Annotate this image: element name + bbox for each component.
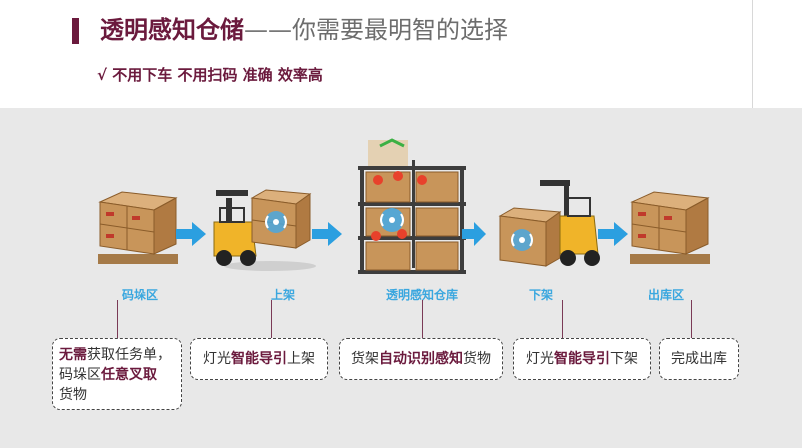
box2-highlight: 智能导引	[231, 351, 287, 367]
description-box-stacking: 无需获取任务单， 码垛区任意叉取 货物	[52, 338, 182, 410]
stage-shelving-illustration	[213, 189, 316, 271]
description-box-unshelving: 灯光智能导引下架	[513, 338, 651, 380]
flow-arrow-4	[598, 222, 628, 246]
page-subtitle: √ 不用下车 不用扫码 准确 效率高	[97, 66, 323, 84]
connector-4	[562, 300, 563, 338]
description-box-outbound: 完成出库	[659, 338, 739, 380]
stage-label-stacking: 码垛区	[121, 288, 158, 302]
flow-arrow-3	[462, 222, 486, 246]
title-dash: ——	[244, 16, 292, 44]
connector-2	[271, 300, 272, 338]
box4-highlight: 智能导引	[554, 351, 610, 367]
description-box-shelving: 灯光智能导引上架	[190, 338, 328, 380]
header: 透明感知仓储——你需要最明智的选择 √ 不用下车 不用扫码 准确 效率高	[0, 0, 802, 108]
title-rest: 你需要最明智的选择	[292, 16, 508, 44]
flow-arrow-1	[176, 222, 206, 246]
flow-arrow-2	[312, 222, 342, 246]
title-strong: 透明感知仓储	[100, 16, 244, 44]
connector-5	[691, 300, 692, 338]
box2-text-2: 上架	[287, 351, 315, 367]
stage-unshelving-illustration	[498, 180, 600, 267]
stage-smart-warehouse-illustration	[358, 138, 466, 274]
stage-stacking-illustration	[98, 191, 178, 264]
box1-highlight-1: 无需	[59, 347, 87, 363]
header-divider	[752, 0, 753, 108]
stage-label-outbound: 出库区	[647, 288, 684, 302]
connector-3	[422, 300, 423, 338]
box2-text-1: 灯光	[203, 351, 231, 367]
stage-label-unshelving: 下架	[528, 288, 553, 302]
box3-text-1: 货架	[351, 351, 379, 367]
title-accent-bar	[72, 18, 79, 44]
box1-highlight-2: 任意叉取	[101, 367, 157, 383]
box1-text-2: 码垛区	[59, 367, 101, 383]
description-box-smart-warehouse: 货架自动识别感知货物	[339, 338, 503, 380]
box1-text-1: 获取任务单，	[87, 347, 171, 363]
box4-text-1: 灯光	[526, 351, 554, 367]
box5-text-1: 完成出库	[671, 351, 727, 367]
box4-text-2: 下架	[610, 351, 638, 367]
stage-label-shelving: 上架	[270, 288, 295, 302]
page-title: 透明感知仓储——你需要最明智的选择	[100, 14, 508, 46]
box3-highlight: 自动识别感知	[379, 351, 463, 367]
connector-1	[117, 300, 118, 340]
box1-text-3: 货物	[59, 387, 87, 403]
stage-outbound-illustration	[630, 191, 710, 264]
box3-text-2: 货物	[463, 351, 491, 367]
stage-label-smart-warehouse: 透明感知仓库	[385, 288, 458, 302]
